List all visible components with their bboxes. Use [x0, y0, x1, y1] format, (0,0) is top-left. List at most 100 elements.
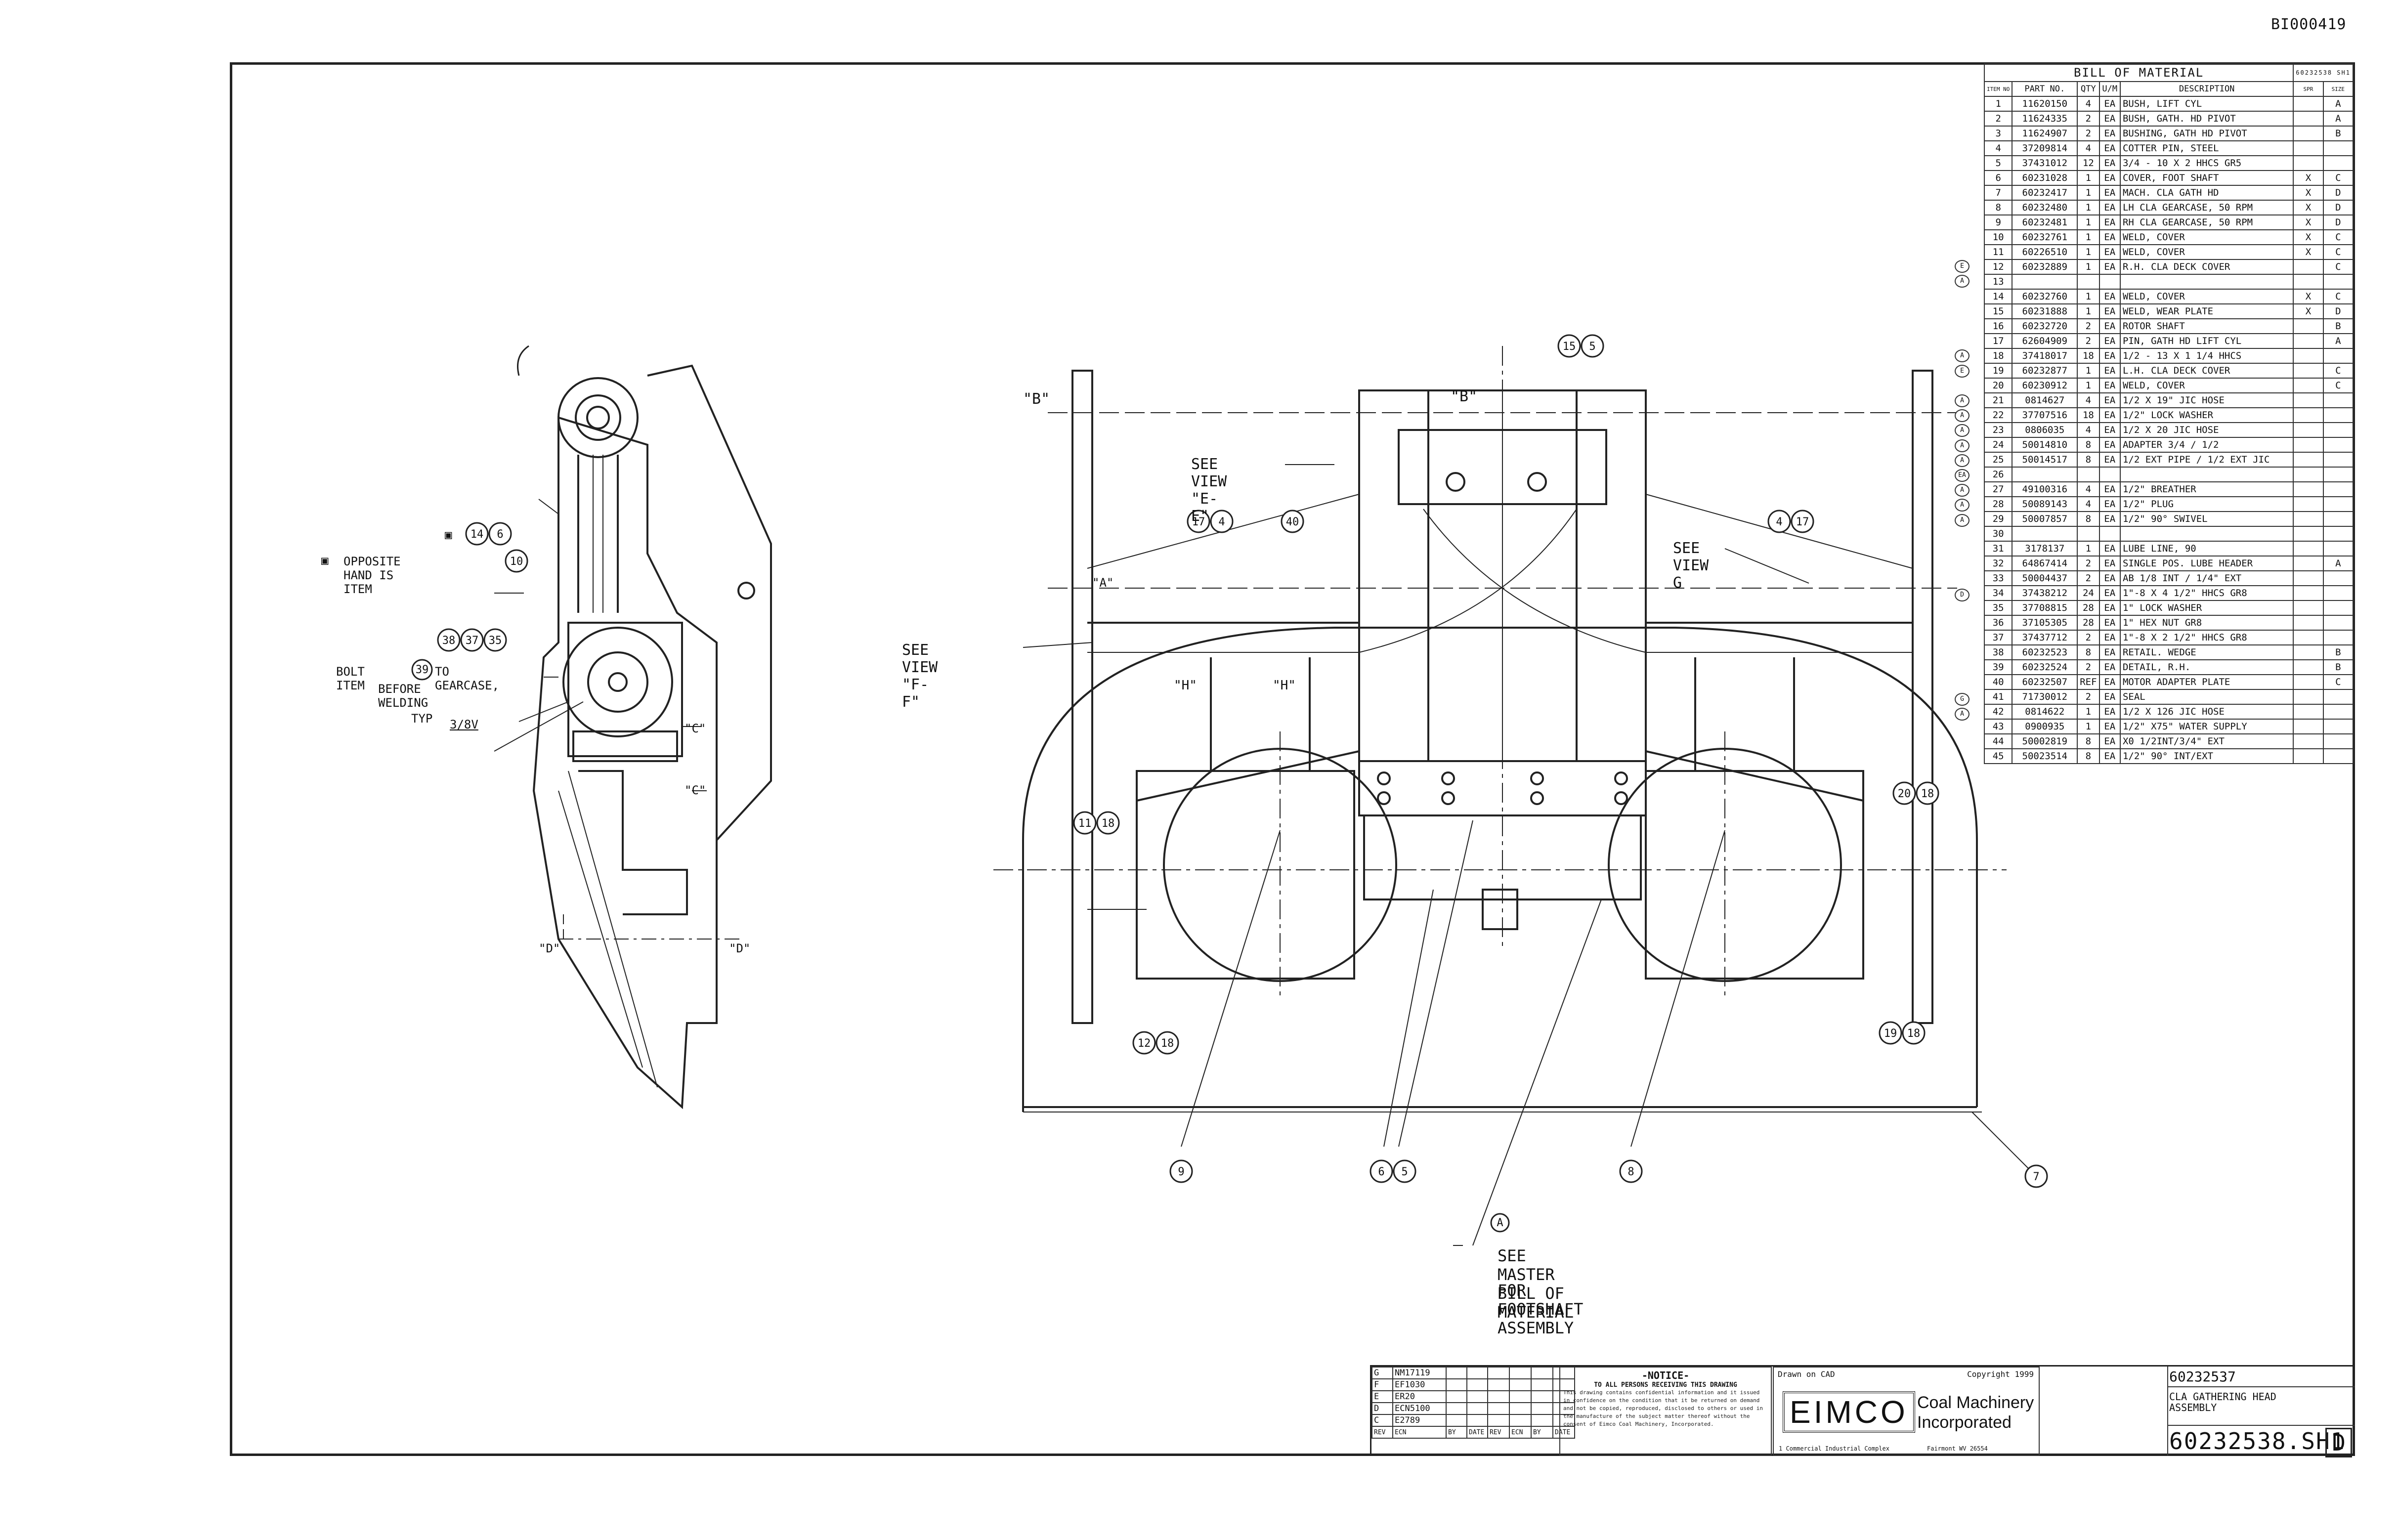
revision-flag: A	[1955, 275, 1970, 288]
revision-rev: C	[1371, 1414, 1393, 1427]
revision-flag: A	[1955, 484, 1970, 497]
bom-cell-size	[2322, 274, 2354, 290]
bom-cell-part-no: 37707516	[2012, 407, 2078, 423]
bom-cell-size	[2322, 600, 2354, 616]
bom-cell-part-no: 60232507	[2012, 674, 2078, 690]
bom-cell-description: WELD, COVER	[2119, 378, 2294, 393]
revision-by	[1446, 1378, 1467, 1391]
bom-cell-qty: 1	[2077, 289, 2100, 304]
bom-cell-part-no: 62604909	[2012, 333, 2078, 349]
bom-cell-item: 13	[1983, 274, 2013, 290]
drawing-revision: D	[2325, 1428, 2352, 1457]
bom-cell-description: 1"-8 X 2 1/2" HHCS GR8	[2119, 630, 2294, 645]
bom-cell-um: EA	[2098, 392, 2121, 408]
bom-cell-size	[2322, 748, 2354, 764]
revision-rev: G	[1371, 1367, 1393, 1379]
bill-of-material-table: BILL OF MATERIAL 60232538 SH1 ITEM NO PA…	[1983, 63, 2354, 764]
bom-cell-um: EA	[2098, 229, 2121, 245]
bom-cell-part-no: 60232761	[2012, 229, 2078, 245]
bom-cell-spr: X	[2293, 229, 2324, 245]
bom-cell-spr	[2293, 467, 2324, 482]
svg-text:14: 14	[471, 528, 484, 541]
bom-cell-item: 17	[1983, 333, 2013, 349]
bom-cell-item: 11	[1983, 244, 2013, 260]
bom-cell-item: 10	[1983, 229, 2013, 245]
revision-flag: A	[1955, 349, 1970, 363]
bom-cell-description: 1/2" 90° INT/EXT	[2119, 748, 2294, 764]
section-h-right: "H"	[1273, 678, 1296, 693]
bom-cell-part-no: 37105305	[2012, 615, 2078, 631]
bom-cell-size: A	[2322, 556, 2354, 571]
typ-label: TYP	[411, 712, 433, 726]
bom-cell-item: 12	[1983, 259, 2013, 275]
bom-cell-size	[2322, 348, 2354, 364]
bom-cell-size: D	[2322, 185, 2354, 201]
bom-cell-description: 1"-8 X 4 1/2" HHCS GR8	[2119, 585, 2294, 601]
bom-cell-qty: 1	[2077, 185, 2100, 201]
bom-cell-description: 1/2" PLUG	[2119, 496, 2294, 512]
bom-cell-um: EA	[2098, 452, 2121, 468]
section-b-center: "B"	[1451, 388, 1478, 405]
bom-cell-um: EA	[2098, 170, 2121, 186]
bom-cell-size: A	[2322, 333, 2354, 349]
bom-cell-item: 9	[1983, 214, 2013, 230]
drawing-number: 60232538.SH1	[2169, 1428, 2346, 1454]
bom-cell-item: 24	[1983, 437, 2013, 453]
bom-cell-description: WELD, WEAR PLATE	[2119, 303, 2294, 319]
bom-cell-size	[2322, 704, 2354, 720]
bom-cell-item: 34	[1983, 585, 2013, 601]
bom-cell-part-no: 50014517	[2012, 452, 2078, 468]
svg-text:12: 12	[1138, 1037, 1151, 1050]
document-id: BI000419	[2271, 16, 2347, 33]
bom-cell-item: 23	[1983, 422, 2013, 438]
svg-text:20: 20	[1898, 788, 1911, 800]
bom-cell-spr	[2293, 481, 2324, 497]
svg-text:35: 35	[489, 635, 502, 647]
bom-cell-spr	[2293, 541, 2324, 556]
bom-cell-spr	[2293, 140, 2324, 156]
bom-cell-spr	[2293, 111, 2324, 127]
bom-cell-item: 26	[1983, 467, 2013, 482]
bom-cell-spr	[2293, 407, 2324, 423]
bom-cell-item: 35	[1983, 600, 2013, 616]
revision-header: REV	[1371, 1426, 1393, 1439]
see-view-g: SEE VIEW G	[1673, 540, 1709, 592]
bom-cell-item: 44	[1983, 733, 2013, 749]
bom-cell-item: 22	[1983, 407, 2013, 423]
bom-cell-spr	[2293, 363, 2324, 379]
bom-cell-size: C	[2322, 229, 2354, 245]
bom-cell-size	[2322, 422, 2354, 438]
bom-cell-size: A	[2322, 96, 2354, 112]
bom-cell-qty: 2	[2077, 318, 2100, 334]
bom-cell-qty: 2	[2077, 333, 2100, 349]
copyright: Copyright 1999	[1967, 1369, 2034, 1379]
drawing-border	[230, 62, 2355, 1456]
revision-header: BY	[1531, 1426, 1553, 1439]
bom-cell-part-no: 50089143	[2012, 496, 2078, 512]
bom-cell-description: WELD, COVER	[2119, 229, 2294, 245]
company-block: Drawn on CAD Copyright 1999 EIMCO Coal M…	[1773, 1367, 2040, 1456]
bom-cell-part-no: 11620150	[2012, 96, 2078, 112]
bom-cell-part-no: 60232480	[2012, 200, 2078, 215]
bom-cell-description: RETAIL. WEDGE	[2119, 644, 2294, 660]
bom-cell-spr	[2293, 452, 2324, 468]
bom-cell-qty: 8	[2077, 733, 2100, 749]
bom-cell-um: EA	[2098, 200, 2121, 215]
bom-cell-spr	[2293, 259, 2324, 275]
bom-cell-item: 18	[1983, 348, 2013, 364]
bom-cell-description: X0 1/2INT/3/4" EXT	[2119, 733, 2294, 749]
bom-cell-spr	[2293, 274, 2324, 290]
bom-cell-qty: 2	[2077, 556, 2100, 571]
bom-cell-description	[2119, 467, 2294, 482]
